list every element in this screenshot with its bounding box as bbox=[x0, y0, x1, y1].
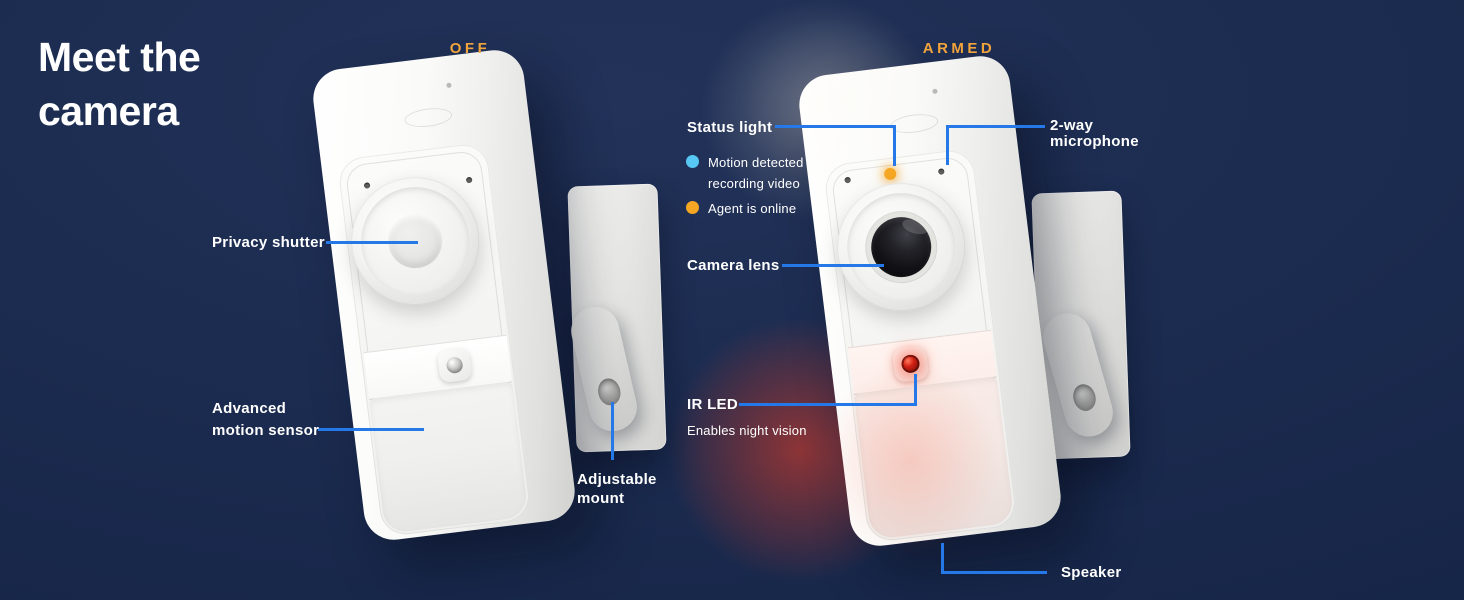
off-state-label: OFF bbox=[449, 40, 491, 57]
camera-off bbox=[309, 46, 667, 544]
camera-armed bbox=[795, 52, 1131, 550]
sensor-button-lens bbox=[445, 356, 464, 375]
status-light-line-v bbox=[893, 125, 896, 166]
page-title: Meet the camera bbox=[38, 30, 201, 138]
speaker-label: Speaker bbox=[1061, 564, 1122, 581]
microphone-line-h bbox=[946, 125, 1045, 128]
advanced-motion-sensor-label-line1: Advanced bbox=[212, 400, 287, 417]
ir-led-light bbox=[900, 353, 921, 374]
status-light-led bbox=[883, 167, 897, 181]
microphone-hole-left bbox=[363, 182, 371, 189]
mount-arm-hinge-hole bbox=[1070, 381, 1099, 414]
motion-sensor-line bbox=[318, 428, 424, 431]
advanced-motion-sensor-label-line2: motion sensor bbox=[212, 422, 320, 439]
ir-led-housing bbox=[891, 344, 930, 383]
agent-legend-label: Agent is online bbox=[708, 201, 797, 216]
ir-led-line-v bbox=[914, 374, 917, 406]
motion-legend-text: Motion detected / recording video bbox=[708, 152, 811, 194]
top-button-outline bbox=[403, 105, 454, 130]
camera-lens-label: Camera lens bbox=[687, 257, 780, 274]
privacy-shutter-line bbox=[326, 241, 418, 244]
armed-state-label: ARMED bbox=[922, 40, 996, 57]
two-way-microphone-label-line2: microphone bbox=[1050, 133, 1139, 150]
page-title-line1: Meet the bbox=[38, 34, 201, 80]
camera-lens-glass bbox=[867, 213, 935, 281]
legend-item-motion: Motion detected / recording video bbox=[686, 152, 811, 194]
speaker-line-v bbox=[941, 543, 944, 574]
sensor-button bbox=[436, 347, 473, 384]
lens-ring bbox=[841, 186, 962, 308]
two-way-microphone-hole bbox=[937, 168, 945, 175]
motion-legend-line1: Motion detected / bbox=[708, 155, 812, 170]
speaker-panel bbox=[853, 376, 1015, 540]
adjustable-mount-label-line1: Adjustable bbox=[577, 471, 657, 488]
microphone-hole-left bbox=[844, 176, 851, 184]
microphone-line-v bbox=[946, 125, 949, 165]
motion-legend-line2: recording video bbox=[708, 176, 800, 191]
legend-item-agent: Agent is online bbox=[686, 198, 811, 219]
ir-led-label: IR LED bbox=[687, 396, 738, 413]
camera-front-face bbox=[336, 141, 532, 538]
status-light-line-h bbox=[775, 125, 896, 128]
ir-led-line-h bbox=[739, 403, 917, 406]
adjustable-mount-label: Adjustable mount bbox=[577, 470, 657, 508]
speaker-line-h bbox=[941, 571, 1047, 574]
camera-body bbox=[309, 46, 579, 544]
top-vent-dot bbox=[932, 88, 938, 95]
status-light-legend: Motion detected / recording video Agent … bbox=[686, 152, 811, 223]
page-title-line2: camera bbox=[38, 88, 179, 134]
top-button-outline bbox=[889, 111, 940, 136]
camera-front-face bbox=[822, 147, 1018, 544]
motion-sensor-panel bbox=[369, 381, 529, 534]
mount-arm-hinge-hole bbox=[595, 376, 624, 408]
camera-lens-line bbox=[782, 264, 884, 267]
motion-status-dot-icon bbox=[686, 155, 699, 168]
agent-status-dot-icon bbox=[686, 201, 699, 214]
adjustable-mount-label-line2: mount bbox=[577, 490, 625, 507]
two-way-microphone-label: 2-way microphone bbox=[1050, 118, 1139, 150]
lens-assembly-open bbox=[829, 175, 973, 319]
top-vent-dot bbox=[446, 82, 452, 89]
advanced-motion-sensor-label: Advanced motion sensor bbox=[212, 398, 319, 442]
agent-legend-text: Agent is online bbox=[708, 198, 796, 219]
two-way-microphone-label-line1: 2-way bbox=[1050, 117, 1094, 134]
adjustable-mount-line bbox=[611, 402, 614, 460]
ir-led-description: Enables night vision bbox=[687, 423, 807, 438]
status-light-label: Status light bbox=[687, 119, 773, 136]
privacy-shutter-label: Privacy shutter bbox=[212, 234, 325, 251]
microphone-hole-right bbox=[465, 176, 473, 184]
